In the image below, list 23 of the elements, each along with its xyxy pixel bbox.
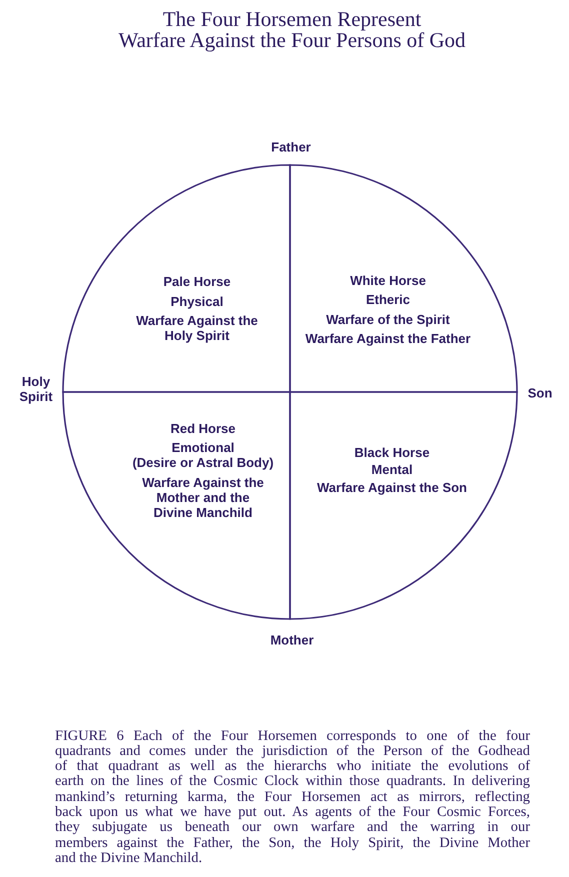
axis-label: Mother [270,632,314,648]
horse-name: Black Horse [353,444,431,460]
horse-name: White Horse [349,272,427,288]
horse-name: Red Horse [169,420,236,436]
plane-label: Physical [170,294,224,308]
warfare-label: Warfare Against the Son [317,480,467,494]
axis-label: Holy Spirit [19,374,53,404]
axis-label: Son [528,386,552,400]
title: The Four Horsemen Represent Warfare Against the Four Persons of God [118,9,466,50]
quadrant-sector [63,165,290,392]
plane-label: Mental [370,462,414,477]
warfare-label: Warfare of the Spirit [325,312,451,326]
axis-label: Father [271,140,311,154]
quadrant-sector [63,392,290,619]
warfare-label: Warfare Against the Father [305,331,471,346]
warfare-label: Warfare Against the Mother and the Divine Manchild [141,474,265,520]
warfare-label: Warfare Against the Holy Spirit [136,313,258,343]
horse-name: Pale Horse [162,274,232,289]
quadrant-sector [290,392,517,619]
caption: FIGURE 6 Each of the Four Horsemen corresponds to one of the four quadrants and comes under the jurisdiction of the Person of the Godhead of that quadrant as well as the hierarchs who initiate the evolutions of earth on the lines of the Cosmic Clock within those quadrants. In delivering mankind’s returning karma, the Four Horsemen act as mirrors, reflecting back upon us what we have put out. As agents of the Four Cosmic Forces, they subjugate us beneath our own warfare and the warring in our members against the Father, the Son, the Holy Spirit, the Divine Mother and the Divine Manchild. [55,728,530,866]
plane-label: Emotional (Desire or Astral Body) [132,440,274,470]
quadrant-sector [290,165,517,392]
plane-label: Etheric [364,292,412,307]
